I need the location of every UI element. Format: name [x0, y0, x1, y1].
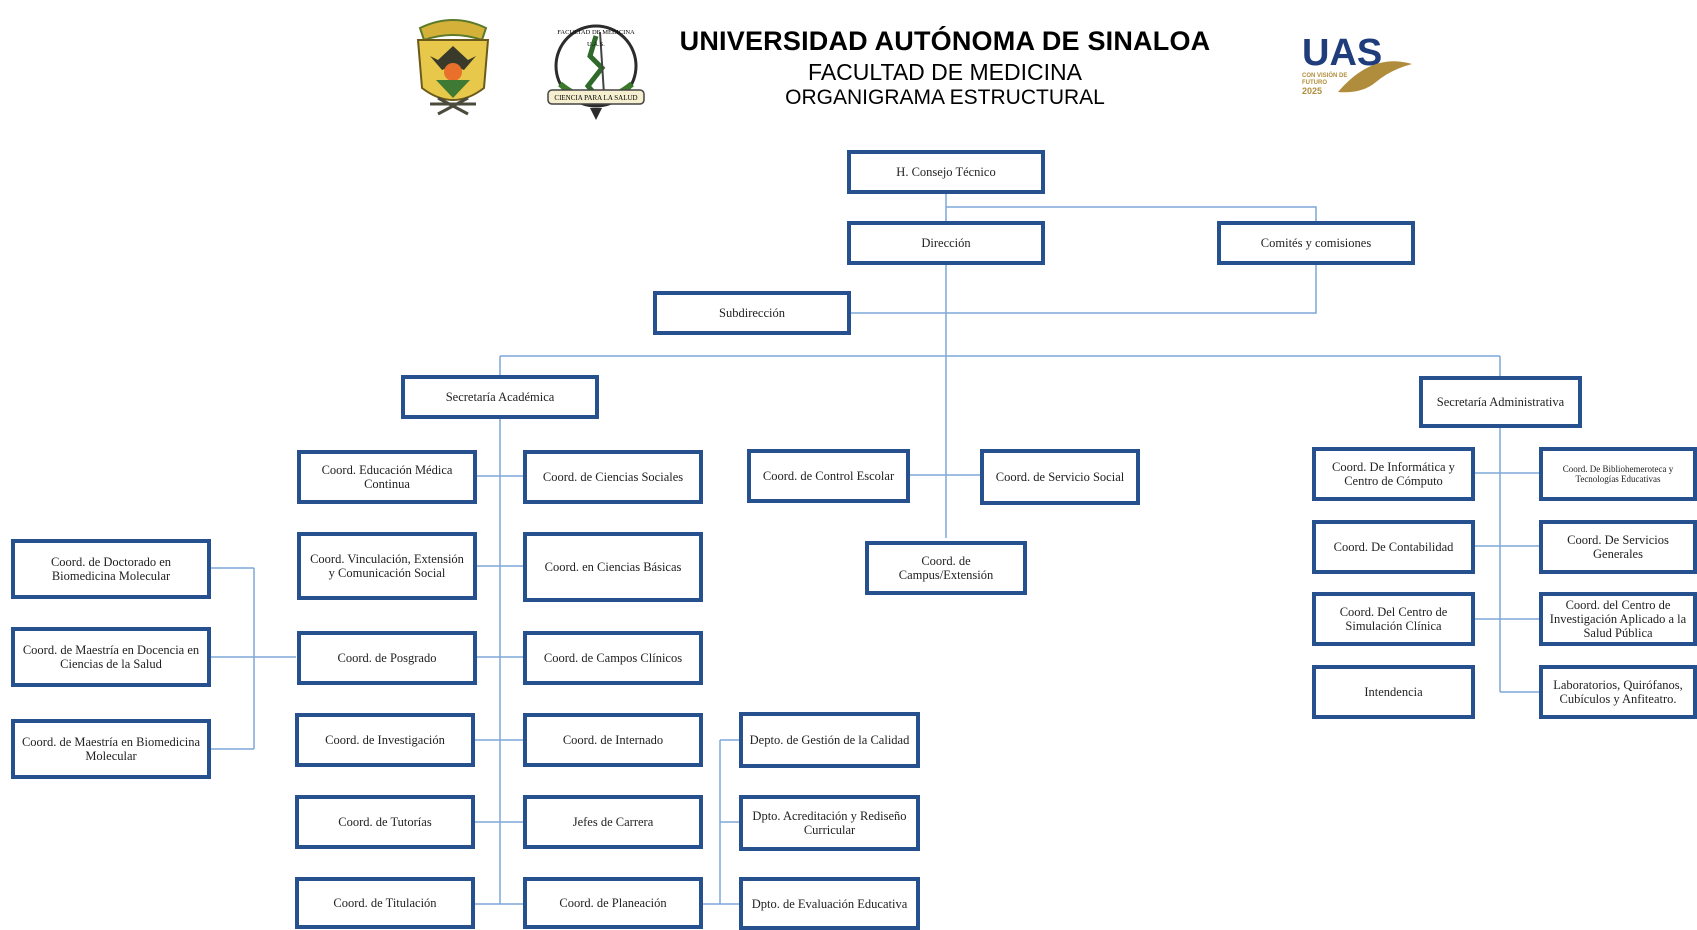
- node-ciencias-sociales: Coord. de Ciencias Sociales: [523, 450, 703, 504]
- vision-line2: FUTURO: [1302, 80, 1327, 86]
- node-contabilidad: Coord. De Contabilidad: [1312, 520, 1475, 574]
- node-direccion: Dirección: [847, 221, 1045, 265]
- faculty-title: FACULTAD DE MEDICINA: [808, 59, 1082, 85]
- university-title: UNIVERSIDAD AUTÓNOMA DE SINALOA: [679, 26, 1211, 56]
- vision-line1: CON VISIÓN DE: [1302, 71, 1347, 79]
- node-posgrado: Coord. de Posgrado: [297, 631, 477, 685]
- node-acreditacion: Dpto. Acreditación y Rediseño Curricular: [739, 795, 920, 851]
- seal-mid-text: U.A.S.: [587, 41, 605, 48]
- node-bibliohemeroteca: Coord. De Bibliohemeroteca y Tecnologías…: [1539, 447, 1697, 501]
- node-campos-clinicos: Coord. de Campos Clínicos: [523, 631, 703, 685]
- node-laboratorios: Laboratorios, Quirófanos, Cubículos y An…: [1539, 665, 1697, 719]
- node-educacion-medica: Coord. Educación Médica Continua: [297, 450, 477, 504]
- node-investigacion-aplicada: Coord. del Centro de Investigación Aplic…: [1539, 592, 1697, 646]
- node-doctorado-biomedicina: Coord. de Doctorado en Biomedicina Molec…: [11, 539, 211, 599]
- node-servicios-generales: Coord. De Servicios Generales: [1539, 520, 1697, 574]
- node-servicio-social: Coord. de Servicio Social: [980, 449, 1140, 505]
- faculty-seal-logo: CIENCIA PARA LA SALUD FACULTAD DE MEDICI…: [547, 24, 645, 120]
- node-secretaria-administrativa: Secretaría Administrativa: [1419, 376, 1582, 428]
- node-jefes-carrera: Jefes de Carrera: [523, 795, 703, 849]
- seal-top-text: FACULTAD DE MEDICINA: [557, 29, 635, 36]
- org-chart-title: ORGANIGRAMA ESTRUCTURAL: [785, 86, 1105, 109]
- vision-year: 2025: [1302, 86, 1322, 96]
- node-subdireccion: Subdirección: [653, 291, 851, 335]
- node-intendencia: Intendencia: [1312, 665, 1475, 719]
- seal-ribbon-text: CIENCIA PARA LA SALUD: [554, 94, 637, 102]
- uas-crest-logo: [416, 19, 490, 116]
- node-simulacion-clinica: Coord. Del Centro de Simulación Clínica: [1312, 592, 1475, 646]
- node-secretaria-academica: Secretaría Académica: [401, 375, 599, 419]
- node-comites-comisiones: Comités y comisiones: [1217, 221, 1415, 265]
- node-tutorias: Coord. de Tutorías: [295, 795, 475, 849]
- node-informatica: Coord. De Informática y Centro de Cómput…: [1312, 447, 1475, 501]
- node-evaluacion-educativa: Dpto. de Evaluación Educativa: [739, 877, 920, 930]
- node-control-escolar: Coord. de Control Escolar: [747, 449, 910, 503]
- node-gestion-calidad: Depto. de Gestión de la Calidad: [739, 712, 920, 768]
- node-maestria-biomedicina: Coord. de Maestría en Biomedicina Molecu…: [11, 719, 211, 779]
- node-ciencias-basicas: Coord. en Ciencias Básicas: [523, 532, 703, 602]
- node-consejo-tecnico: H. Consejo Técnico: [847, 150, 1045, 194]
- node-vinculacion: Coord. Vinculación, Extensión y Comunica…: [297, 532, 477, 600]
- node-planeacion: Coord. de Planeación: [523, 877, 703, 929]
- node-investigacion: Coord. de Investigación: [295, 713, 475, 767]
- node-campus-extension: Coord. de Campus/Extensión: [865, 541, 1027, 595]
- node-internado: Coord. de Internado: [523, 713, 703, 767]
- node-maestria-docencia: Coord. de Maestría en Docencia en Cienci…: [11, 627, 211, 687]
- line-consejo-comites: [946, 206, 1317, 222]
- node-titulacion: Coord. de Titulación: [295, 877, 475, 929]
- uas-vision-2025-logo: UAS CON VISIÓN DE FUTURO 2025: [1302, 32, 1412, 96]
- line-comites-subdireccion: [850, 264, 1317, 314]
